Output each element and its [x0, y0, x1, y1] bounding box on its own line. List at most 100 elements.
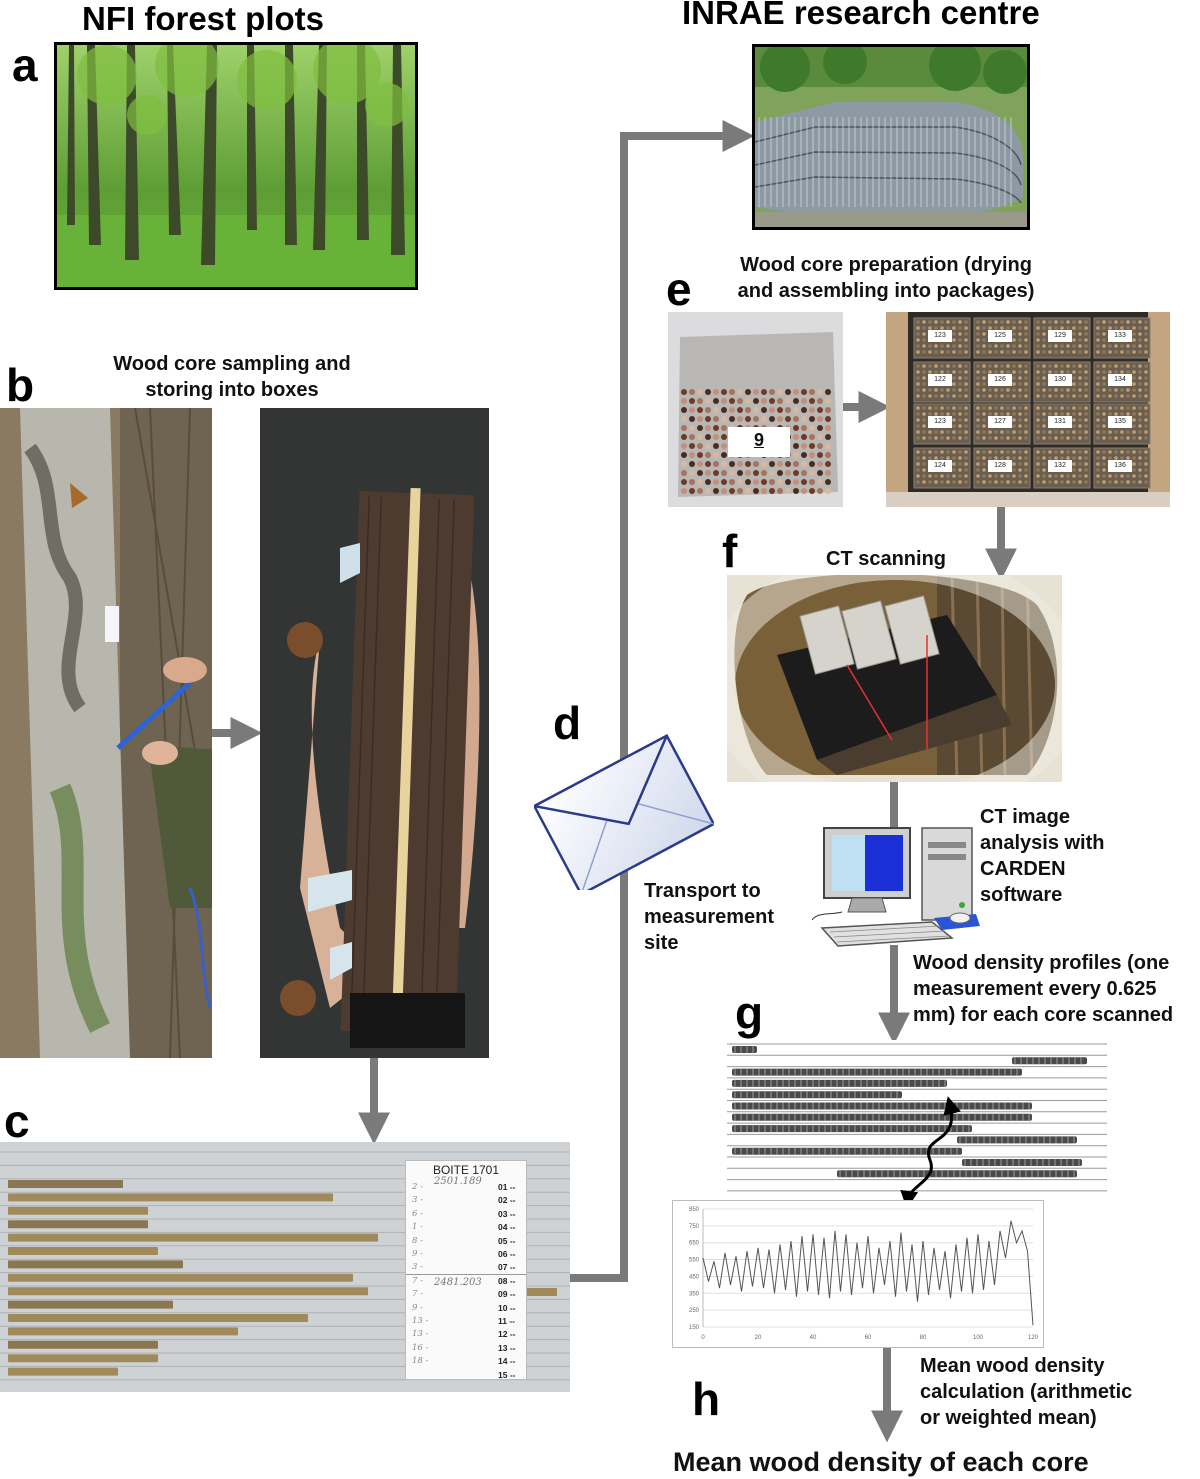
package-tag: 123	[928, 416, 952, 428]
package-tag: 129	[1048, 330, 1072, 342]
panel-g-caption-line1: Wood density profiles (one	[913, 952, 1170, 974]
software-caption: CT image analysis with CARDEN software	[980, 804, 1160, 908]
box-slot-number: 11 --	[498, 1316, 516, 1327]
package-tag: 133	[1108, 330, 1132, 342]
package-tag: 125	[988, 330, 1012, 342]
panel-h-caption: Mean wood density calculation (arithmeti…	[920, 1353, 1200, 1431]
x-tick-label: 0	[701, 1335, 705, 1341]
y-tick-label: 250	[689, 1308, 700, 1314]
panel-letter-e: e	[666, 263, 692, 315]
box-label: BOITE 1701	[432, 1163, 500, 1177]
box-slot-number: 07 --	[498, 1262, 516, 1273]
y-tick-label: 150	[689, 1325, 700, 1331]
panel-g-caption: Wood density profiles (one measurement e…	[913, 950, 1200, 1028]
inrae-building-photo	[752, 44, 1030, 230]
panel-letter-h: h	[692, 1373, 721, 1425]
package-tag: 126	[988, 374, 1012, 386]
wood-core-8	[8, 1273, 353, 1282]
box-slot-note: 13 -	[412, 1316, 429, 1327]
y-tick-label: 450	[689, 1274, 700, 1280]
panel-letter-a: a	[12, 39, 38, 91]
wood-core-14	[8, 1354, 158, 1363]
software-caption-line1: CT image	[980, 806, 1071, 828]
handwritten-code-top: 2501.189	[434, 1176, 482, 1187]
computer-icon	[811, 820, 980, 950]
package-tag: 122	[928, 374, 952, 386]
panel-e-caption-line1: Wood core preparation (drying	[740, 254, 1032, 276]
box-slot-note: 16 -	[412, 1342, 429, 1353]
panel-d-caption-line3: site	[644, 932, 679, 954]
wood-core-5	[8, 1233, 378, 1242]
box-slot-number: 04 --	[498, 1222, 516, 1233]
package-tag: 136	[1108, 460, 1132, 472]
wood-core-15	[8, 1367, 118, 1376]
x-tick-label: 40	[810, 1335, 817, 1341]
box-slot-number: 12 --	[498, 1329, 516, 1340]
wood-core-13	[8, 1340, 158, 1349]
wood-core-10	[8, 1300, 173, 1309]
box-slot-note: 1 -	[412, 1222, 423, 1233]
panel-b-caption-line2: storing into boxes	[145, 379, 319, 401]
wood-core-7	[8, 1260, 183, 1269]
panel-h-caption-line1: Mean wood density	[920, 1355, 1105, 1377]
package-tag: 128	[988, 460, 1012, 472]
x-tick-label: 120	[1028, 1335, 1039, 1341]
software-caption-line3: CARDEN	[980, 858, 1066, 880]
package-tag: 130	[1048, 374, 1072, 386]
box-slot-number: 10 --	[498, 1302, 516, 1313]
panel-letter-b: b	[6, 359, 35, 411]
wood-core-12	[8, 1327, 238, 1336]
box-slot-note: 18 -	[412, 1356, 429, 1367]
panel-d-caption-line2: measurement	[644, 906, 775, 928]
panel-b-caption: Wood core sampling and storing into boxe…	[90, 351, 374, 403]
box-slot-note: 9 -	[412, 1249, 423, 1260]
x-tick-label: 20	[755, 1335, 762, 1341]
box-slot-note: 3 -	[412, 1195, 423, 1206]
panel-letter-d: d	[553, 697, 582, 749]
box-slot-note: 6 -	[412, 1208, 423, 1219]
core-storage-box-photo: BOITE 1701 2501.189 2481.203 2 - 3 - 6 - 1 …	[0, 1142, 570, 1392]
panel-a-title: NFI forest plots	[82, 0, 325, 37]
wood-core-3	[8, 1206, 148, 1215]
panel-letter-c: c	[4, 1095, 30, 1147]
y-tick-label: 550	[689, 1258, 700, 1264]
box-slot-note: 9 -	[412, 1302, 423, 1313]
panel-d-caption-line1: Transport to	[644, 880, 761, 902]
x-tick-label: 80	[920, 1335, 927, 1341]
x-tick-label: 60	[865, 1335, 872, 1341]
x-tick-label: 100	[973, 1335, 984, 1341]
box-slot-note: 2 -	[412, 1182, 423, 1192]
wood-core-6	[8, 1247, 158, 1255]
core-box-in-hand-photo	[260, 408, 489, 1058]
wood-core-9	[8, 1287, 368, 1296]
box-slot-number: 13 --	[498, 1342, 516, 1353]
inrae-title: INRAE research centre	[682, 0, 1040, 31]
package-tag: 131	[1048, 416, 1072, 428]
package-tag: 127	[988, 416, 1012, 428]
panel-e-caption: Wood core preparation (drying and assemb…	[706, 252, 1066, 304]
wood-core-4	[8, 1220, 148, 1229]
handwritten-code-mid: 2481.203	[434, 1277, 482, 1288]
wood-core-11	[8, 1314, 308, 1322]
panel-h-caption-line3: or weighted mean)	[920, 1407, 1097, 1429]
final-result-label: Mean wood density of each core	[673, 1447, 1089, 1477]
y-tick-label: 850	[689, 1207, 700, 1213]
box-slot-note: 8 -	[412, 1235, 423, 1246]
box-slot-number: 01 --	[498, 1182, 516, 1192]
box-slot-number: 02 --	[498, 1195, 516, 1206]
package-tag: 124	[928, 460, 952, 472]
density-series-line	[702, 1220, 1034, 1326]
box-slot-note: 13 -	[412, 1329, 429, 1340]
panel-g-caption-line3: mm) for each core scanned	[913, 1004, 1174, 1026]
box-slot-note: 7 -	[412, 1275, 423, 1286]
envelope-icon	[532, 720, 716, 897]
box-slot-number: 06 --	[498, 1249, 516, 1260]
box-slot-number: 14 --	[498, 1356, 516, 1367]
package-tag: 135	[1108, 416, 1132, 428]
wood-core-1	[8, 1180, 123, 1188]
box-label-card: BOITE 1701 2501.189 2481.203 2 - 3 - 6 - 1 …	[405, 1160, 527, 1380]
box-slot-note: 3 -	[412, 1262, 423, 1273]
